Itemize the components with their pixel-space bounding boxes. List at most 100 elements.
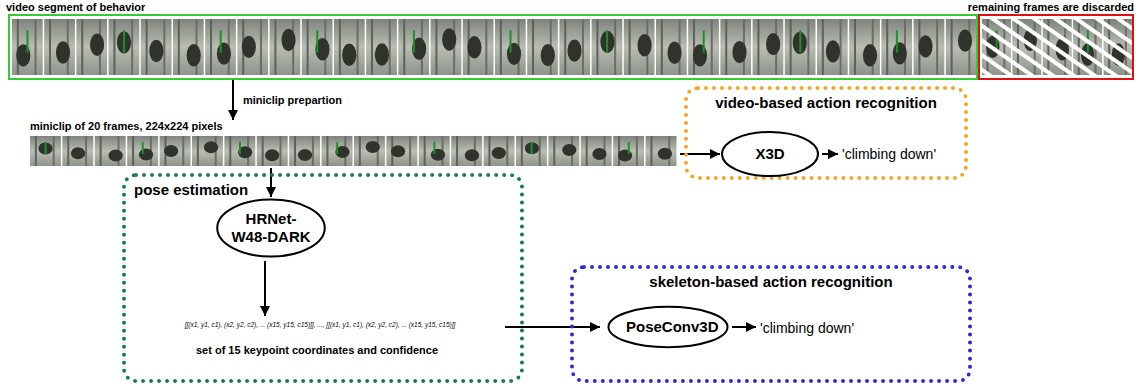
miniclip-frames	[30, 136, 677, 166]
ellipse-shape	[722, 132, 818, 176]
marker	[220, 30, 222, 52]
cage-bar	[936, 19, 938, 75]
cage-bar	[67, 136, 69, 166]
cage-bar	[456, 136, 458, 166]
frame	[289, 136, 320, 166]
animal	[109, 149, 123, 161]
animal	[281, 29, 295, 51]
connector-arrow	[232, 80, 234, 120]
animal	[918, 35, 932, 57]
group-title: skeleton-based action recognition	[574, 269, 968, 291]
marker	[336, 142, 338, 154]
cage-bar	[725, 19, 727, 75]
marker	[316, 30, 318, 52]
cage-bar	[357, 19, 359, 75]
animal	[766, 33, 780, 55]
frame	[720, 19, 751, 75]
frame	[224, 136, 255, 166]
miniclip-band: miniclip of 20 frames, 224x224 pixels	[28, 120, 680, 168]
animal	[958, 29, 972, 51]
animal	[149, 40, 163, 62]
animal	[826, 40, 840, 62]
cage-bar	[586, 136, 588, 166]
cage-bar	[389, 19, 391, 75]
arrow	[505, 326, 600, 328]
animal	[467, 36, 481, 58]
cage-bar	[564, 19, 566, 75]
cage-bar	[485, 19, 487, 75]
video-segment-box: video segment of behavior	[8, 14, 978, 80]
arrow	[822, 153, 838, 155]
animal	[187, 44, 201, 66]
marker	[531, 142, 533, 154]
animal	[38, 143, 52, 155]
cage-bar	[359, 136, 361, 166]
cage-bar	[163, 19, 165, 75]
cage-bar	[506, 136, 508, 166]
animal	[893, 42, 907, 64]
animal	[567, 39, 581, 61]
frame	[817, 19, 848, 75]
animal	[242, 36, 256, 58]
cage-bar	[521, 136, 523, 166]
frame	[527, 19, 558, 75]
cage-bar	[17, 19, 19, 75]
animal	[732, 41, 746, 63]
discard-hatch	[980, 16, 1132, 78]
marker	[433, 142, 435, 154]
cage-bar	[274, 19, 276, 75]
animal	[342, 44, 356, 66]
segment-heading: video segment of behavior	[6, 1, 145, 14]
frame	[881, 19, 912, 75]
cage-bar	[131, 19, 133, 75]
animal	[600, 31, 614, 53]
frame	[257, 136, 288, 166]
cage-bar	[582, 19, 584, 75]
model-ellipse: PoseConv3D	[606, 305, 730, 349]
frame	[516, 136, 547, 166]
frame	[613, 136, 644, 166]
animal	[298, 149, 312, 161]
marker	[413, 30, 415, 52]
marker	[26, 30, 28, 52]
animal	[217, 42, 231, 64]
cage-bar	[951, 19, 953, 75]
frame	[141, 19, 172, 75]
frame	[431, 19, 462, 75]
cage-bar	[85, 136, 87, 166]
animal	[375, 43, 389, 65]
frame	[95, 136, 126, 166]
marker	[703, 30, 705, 52]
frame	[656, 19, 687, 75]
frame	[398, 19, 429, 75]
frame	[946, 19, 977, 75]
cage-bar	[294, 136, 296, 166]
cage-bar	[371, 19, 373, 75]
cage-bar	[790, 19, 792, 75]
method-group: video-based action recognitionX3D	[684, 86, 968, 180]
frame	[785, 19, 816, 75]
frame	[30, 136, 61, 166]
animal	[562, 144, 576, 156]
cage-bar	[279, 136, 281, 166]
animal	[391, 145, 405, 157]
animal	[618, 149, 632, 161]
animal	[693, 44, 707, 66]
marker	[896, 30, 898, 52]
frame	[463, 19, 494, 75]
marker	[509, 30, 511, 52]
frame	[451, 136, 482, 166]
discarded-frames-box: remaining frames are discarded	[978, 14, 1134, 80]
cage-bar	[81, 19, 83, 75]
animal	[637, 34, 651, 56]
marker	[628, 142, 630, 154]
cage-bar	[822, 19, 824, 75]
cage-bar	[757, 19, 759, 75]
animal	[265, 149, 279, 161]
frame	[495, 19, 526, 75]
animal	[139, 149, 153, 161]
cage-bar	[886, 19, 888, 75]
frame	[559, 19, 590, 75]
marker	[45, 142, 47, 154]
cage-bar	[539, 136, 541, 166]
